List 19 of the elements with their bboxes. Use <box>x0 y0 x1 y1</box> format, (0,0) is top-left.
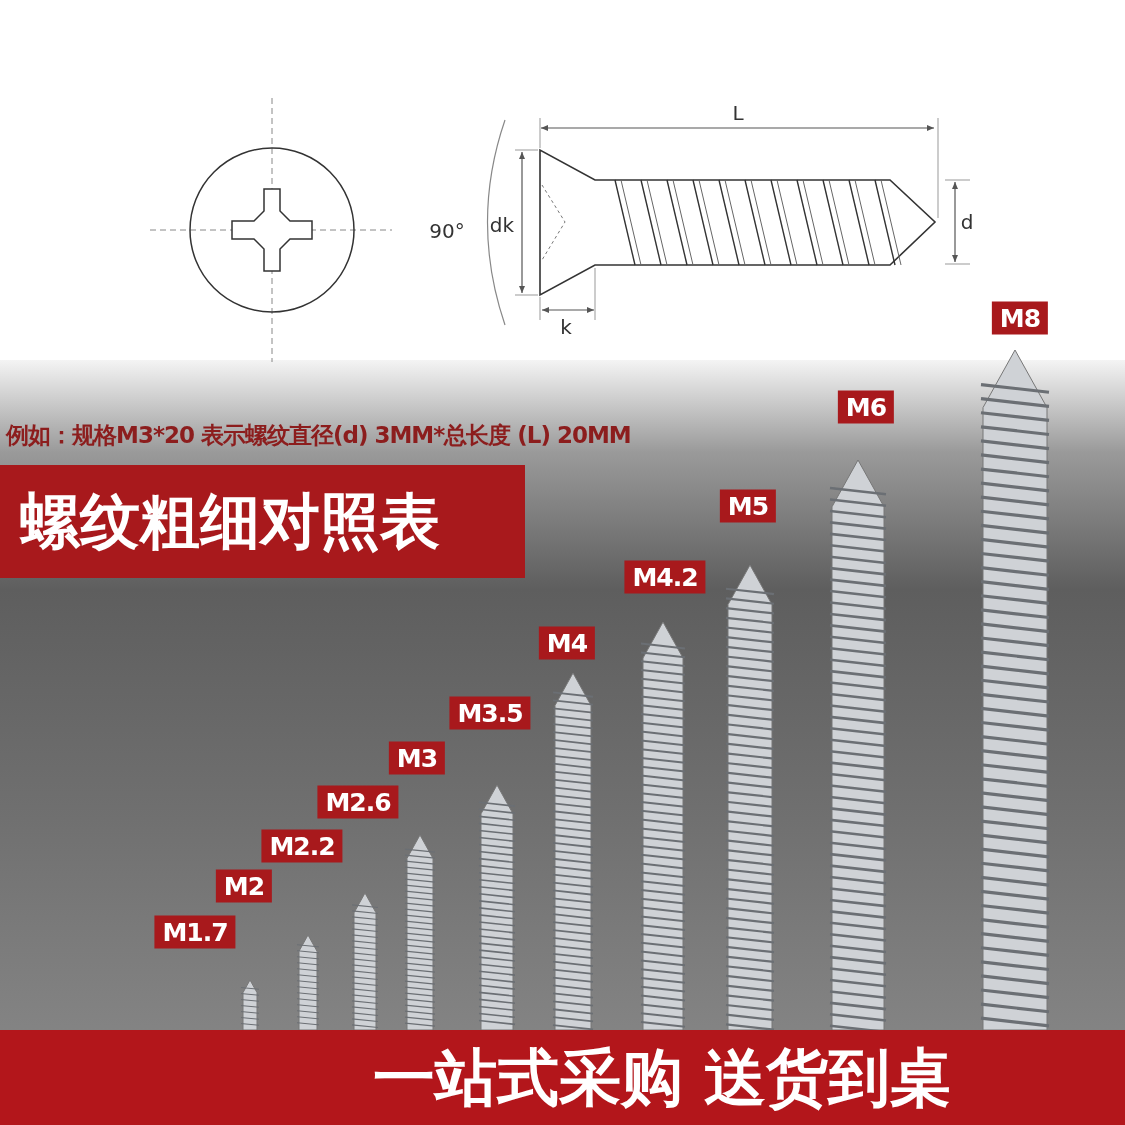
size-tag: M2.2 <box>261 829 343 863</box>
size-tag: M3.5 <box>449 696 531 730</box>
dimension-label: dk <box>489 213 515 237</box>
title-banner: 螺纹粗细对照表 <box>0 465 525 578</box>
note-text: 例如：规格M3*20 表示螺纹直径(d) 3MM*总长度 (L) 20MM <box>6 421 631 450</box>
dimension-label: L <box>732 101 744 125</box>
size-tag: M5 <box>719 489 777 523</box>
size-tag: M8 <box>991 301 1049 335</box>
dimension-label: d <box>960 210 974 234</box>
size-tag: M2 <box>215 869 273 903</box>
slogan-banner: 一站式采购 送货到桌 <box>0 1030 1125 1125</box>
size-tag: M4.2 <box>624 560 706 594</box>
size-tag: M1.7 <box>154 915 236 949</box>
dimension-label: k <box>560 315 572 339</box>
size-tag: M4 <box>538 626 596 660</box>
dimension-label: 90° <box>429 219 465 243</box>
size-tag: M3 <box>388 741 446 775</box>
size-tag: M2.6 <box>317 785 399 819</box>
size-tag: M6 <box>837 390 895 424</box>
